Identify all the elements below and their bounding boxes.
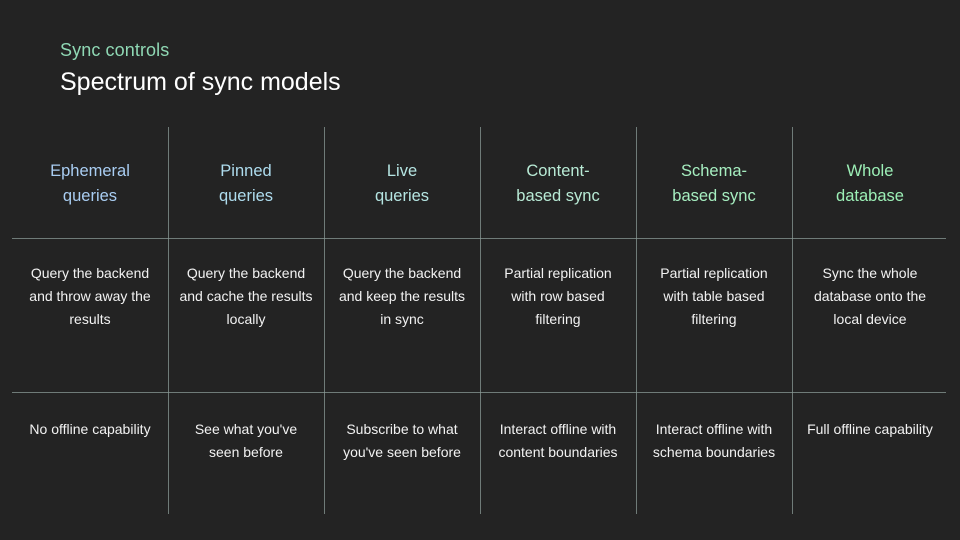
header-line-2: based sync [672, 187, 756, 205]
slide-eyebrow: Sync controls [60, 40, 170, 60]
cell-text: Partial replication with table based fil… [660, 265, 768, 327]
table-cell-offline-whole-database: Full offline capability [792, 392, 948, 514]
table-cell-description-pinned-queries: Query the backend and cache the results … [168, 238, 324, 392]
cell-text: Full offline capability [807, 421, 933, 437]
header-line-1: Pinned [220, 162, 272, 180]
cell-text: Subscribe to what you've seen before [343, 421, 461, 460]
header-line-2: based sync [516, 187, 600, 205]
header-line-2: database [836, 187, 904, 205]
header-line-2: queries [62, 187, 118, 205]
sync-models-table: Ephemeral queries Pinned queries Live qu… [12, 127, 948, 514]
table-column-divider-1 [168, 127, 169, 514]
header-line-1: Live [386, 162, 418, 180]
cell-text: Query the backend and keep the results i… [338, 265, 466, 327]
table-column-divider-4 [636, 127, 637, 514]
table-cell-description-content-based-sync: Partial replication with row based filte… [480, 238, 636, 392]
header-line-2: queries [374, 187, 430, 205]
table-header-content-based-sync: Content- based sync [480, 127, 636, 238]
table-cell-offline-pinned-queries: See what you've seen before [168, 392, 324, 514]
table-cell-description-live-queries: Query the backend and keep the results i… [324, 238, 480, 392]
table-cell-offline-content-based-sync: Interact offline with content boundaries [480, 392, 636, 514]
table-cell-description-whole-database: Sync the whole database onto the local d… [792, 238, 948, 392]
table-cell-description-schema-based-sync: Partial replication with table based fil… [636, 238, 792, 392]
table-column-divider-2 [324, 127, 325, 514]
table-cell-description-ephemeral-queries: Query the backend and throw away the res… [12, 238, 168, 392]
cell-text: Partial replication with row based filte… [504, 265, 612, 327]
header-line-1: Whole [846, 162, 894, 180]
cell-text: Query the backend and cache the results … [179, 265, 313, 327]
table-cell-offline-schema-based-sync: Interact offline with schema boundaries [636, 392, 792, 514]
table-row-divider-1 [12, 238, 946, 239]
cell-text: Interact offline with content boundaries [498, 421, 618, 460]
table-column-divider-3 [480, 127, 481, 514]
page-title: Spectrum of sync models [60, 68, 341, 96]
header-line-1: Schema- [680, 162, 748, 180]
header-line-1: Content- [526, 162, 590, 180]
table-cell-offline-ephemeral-queries: No offline capability [12, 392, 168, 514]
cell-text: See what you've seen before [194, 421, 298, 460]
table-cell-offline-live-queries: Subscribe to what you've seen before [324, 392, 480, 514]
title-block: Sync controls Spectrum of sync models [60, 38, 341, 98]
table-header-live-queries: Live queries [324, 127, 480, 238]
header-line-2: queries [218, 187, 274, 205]
header-line-1: Ephemeral [50, 162, 130, 180]
table-grid: Ephemeral queries Pinned queries Live qu… [12, 127, 948, 514]
cell-text: Query the backend and throw away the res… [29, 265, 151, 327]
table-header-ephemeral-queries: Ephemeral queries [12, 127, 168, 238]
table-header-schema-based-sync: Schema- based sync [636, 127, 792, 238]
table-column-divider-5 [792, 127, 793, 514]
cell-text: No offline capability [29, 421, 151, 437]
table-header-whole-database: Whole database [792, 127, 948, 238]
table-header-pinned-queries: Pinned queries [168, 127, 324, 238]
cell-text: Sync the whole database onto the local d… [813, 265, 927, 327]
table-row-divider-2 [12, 392, 946, 393]
cell-text: Interact offline with schema boundaries [652, 421, 776, 460]
